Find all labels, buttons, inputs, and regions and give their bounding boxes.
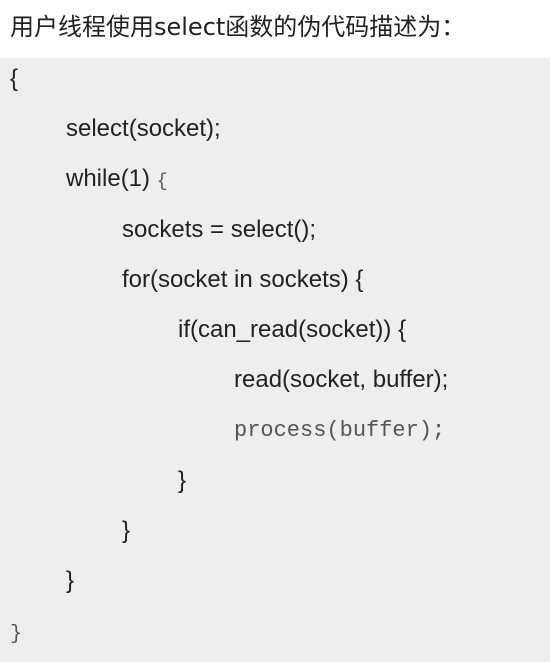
code-open-brace: {: [10, 65, 19, 92]
code-for-head: for(socket in sockets) {: [122, 266, 364, 293]
code-for-close: }: [122, 517, 131, 544]
code-if-head: if(can_read(socket)) {: [178, 316, 407, 343]
code-select-call: select(socket);: [66, 115, 221, 142]
code-close-brace: }: [10, 623, 23, 646]
page-heading: 用户线程使用select函数的伪代码描述为：: [10, 13, 466, 41]
code-while-head: while(1): [66, 165, 157, 192]
code-block: { select(socket); while(1) { sockets = s…: [0, 58, 550, 662]
code-sockets-assign: sockets = select();: [122, 216, 317, 243]
code-process-call: process(buffer);: [234, 418, 446, 443]
code-while-brace: {: [156, 172, 168, 192]
code-while-line: while(1) {: [66, 164, 168, 197]
code-read-call: read(socket, buffer);: [234, 366, 449, 393]
code-while-close: }: [66, 567, 75, 594]
code-if-close: }: [178, 467, 187, 494]
